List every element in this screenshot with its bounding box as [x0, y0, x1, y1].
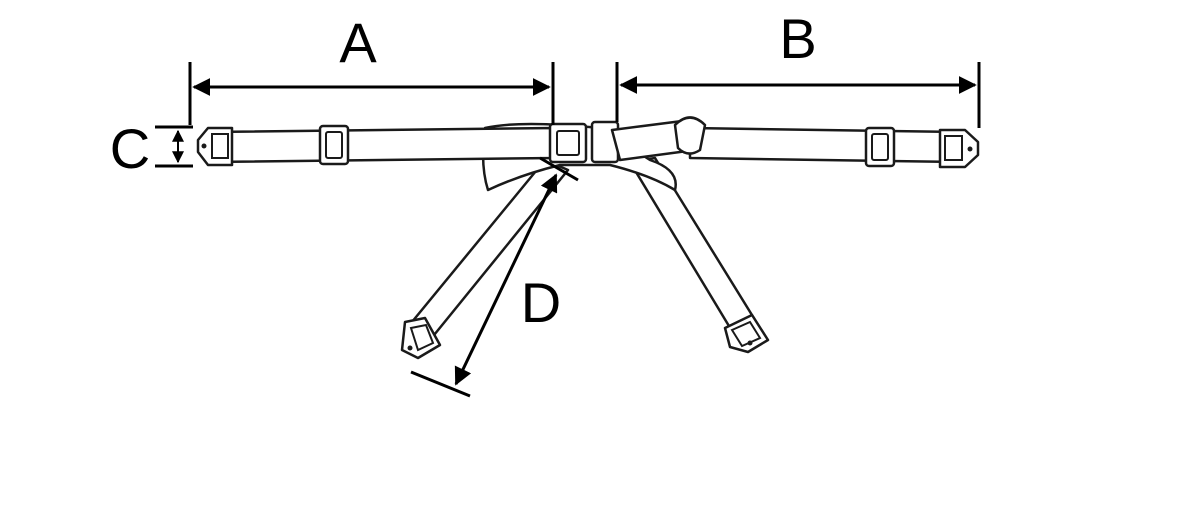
dimension-d-label: D — [521, 271, 561, 334]
dimension-a: A — [188, 11, 555, 125]
dimension-d: D — [410, 156, 579, 398]
center-buckle — [548, 120, 620, 164]
left-waist-strap — [196, 124, 557, 167]
dimension-c-label: C — [110, 117, 150, 180]
dimension-c: C — [110, 117, 193, 180]
right-leg-strap — [628, 156, 770, 354]
dimension-a-label: A — [339, 11, 377, 74]
dimension-b: B — [615, 7, 981, 128]
right-waist-strap — [610, 116, 980, 169]
dimension-b-label: B — [779, 7, 816, 70]
